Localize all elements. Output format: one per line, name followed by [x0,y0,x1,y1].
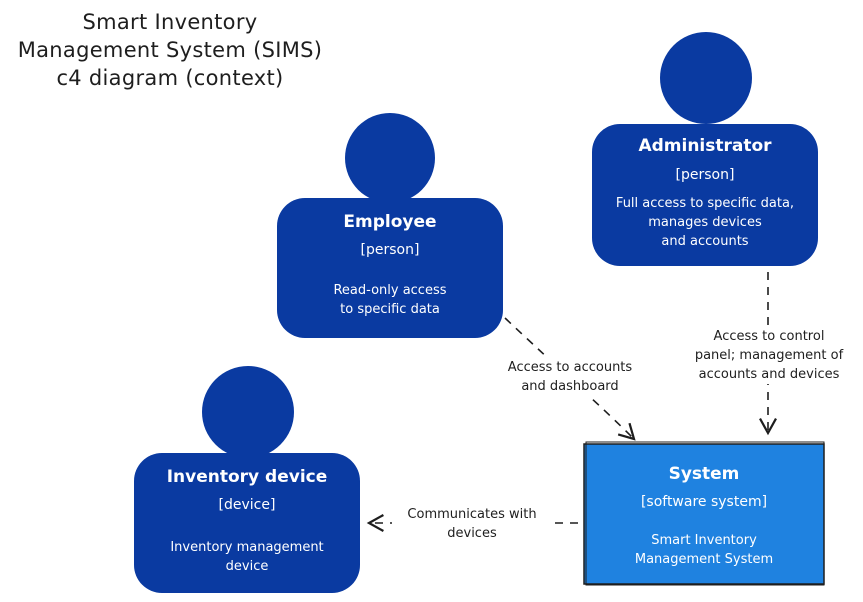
device-name: Inventory device [166,467,328,487]
diagram-title-line-1: Smart Inventory [82,10,258,34]
administrator-desc-line-1: Full access to specific data, [615,196,795,211]
admin-system-label-line-3: accounts and devices [680,365,858,384]
administrator-head [660,32,752,124]
device-node[interactable] [134,366,360,593]
employee-name: Employee [343,212,437,232]
employee-desc-line-2: to specific data [340,302,440,317]
employee-node[interactable] [277,113,503,338]
admin-system-label-line-2: panel; management of [680,346,858,365]
system-box-sketch-outline [585,441,825,586]
administrator-body [592,124,818,266]
system-node[interactable] [583,441,825,586]
diagram-title-line-3: c4 diagram (context) [56,66,284,90]
system-box [583,443,825,585]
employee-desc-line-1: Read-only access [333,283,447,298]
system-type: [software system] [640,494,768,510]
employee-body [277,198,503,338]
system-desc-line-1: Smart Inventory [651,533,757,548]
administrator-desc-line-3: and accounts [661,234,749,249]
employee-system-label-line-1: Access to accounts [485,358,655,377]
employee-type: [person] [360,242,420,258]
diagram-title-line-2: Management System (SIMS) [17,38,323,62]
system-device-label-line-1: Communicates with [392,505,552,524]
admin-system-label-line-1: Access to control [680,327,858,346]
system-device-label-line-2: devices [392,524,552,543]
administrator-type: [person] [675,167,735,183]
device-head [202,366,294,458]
administrator-node[interactable] [592,32,818,266]
device-type: [device] [218,497,276,513]
device-desc-line-2: device [225,559,269,574]
administrator-desc-line-2: manages devices [648,215,762,230]
employee-system-label-line-2: and dashboard [485,377,655,396]
system-name: System [668,464,740,484]
system-desc-line-2: Management System [634,552,774,567]
device-desc-line-1: Inventory management [170,540,324,555]
employee-head [345,113,435,203]
administrator-name: Administrator [638,136,772,156]
device-body [134,453,360,593]
